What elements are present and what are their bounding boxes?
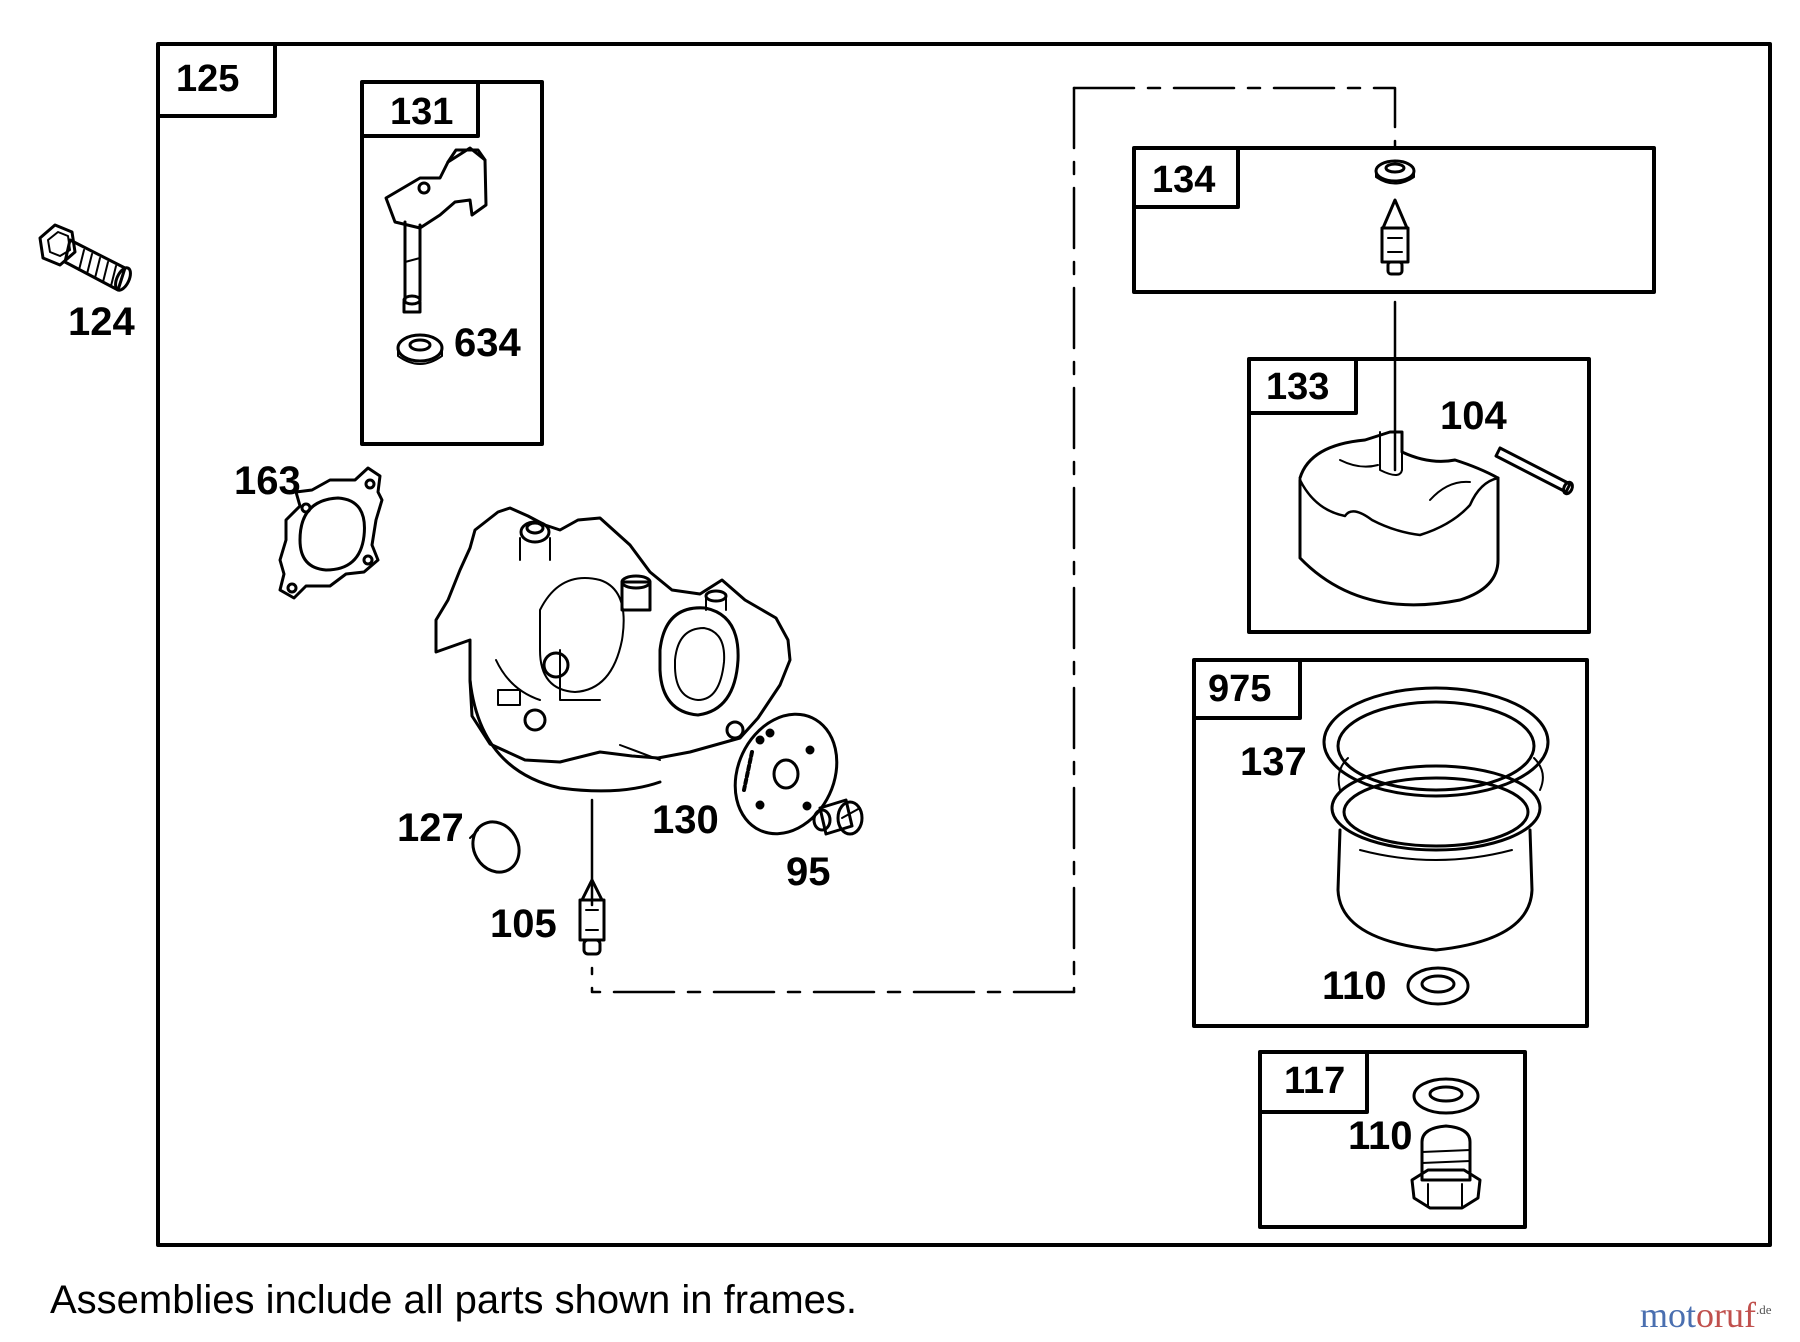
watermark-logo: motoruf.de: [1640, 1295, 1772, 1335]
frame-label-133: 133: [1266, 366, 1330, 408]
frame-label-125: 125: [176, 58, 240, 100]
callout-634: 634: [454, 321, 521, 365]
bolt-124-icon: [38, 223, 132, 292]
assembly-frame-125: [156, 42, 1772, 1247]
bowl-nut-117-icon: [1410, 1124, 1482, 1210]
float-needle-icon: [1380, 198, 1410, 276]
callout-95: 95: [786, 850, 831, 894]
gasket-163-icon: [278, 466, 384, 600]
inlet-needle-105-icon: [578, 878, 606, 956]
callout-110: 110: [1348, 1114, 1413, 1158]
float-133-icon: [1298, 430, 1500, 607]
assembly-frame-131: [360, 80, 544, 446]
assembly-frame-133: [1247, 357, 1591, 634]
throttle-plate-130-icon: [733, 712, 839, 836]
choke-shaft-lever-icon: [384, 146, 488, 314]
assembly-frame-975: [1192, 658, 1589, 1028]
callout-124: 124: [68, 300, 135, 344]
frame-label-117: 117: [1284, 1060, 1346, 1102]
frame-label-975: 975: [1208, 668, 1272, 710]
callout-110: 110: [1322, 964, 1387, 1008]
welch-plug-127-icon: [469, 820, 521, 874]
carburetor-body-icon: [434, 506, 792, 793]
frame-label-134: 134: [1152, 159, 1216, 201]
dashed-leader-line: [590, 86, 1397, 994]
callout-130: 130: [652, 798, 719, 842]
callout-137: 137: [1240, 740, 1307, 784]
seal-634-icon: [396, 333, 444, 365]
float-pin-104-icon: [1494, 446, 1574, 496]
washer-110-icon: [1406, 966, 1470, 1006]
callout-127: 127: [397, 806, 464, 850]
frame-label-131: 131: [390, 91, 454, 133]
assembly-frame-117: [1258, 1050, 1527, 1229]
callout-104: 104: [1440, 394, 1507, 438]
float-needle-seat-icon: [1374, 159, 1416, 185]
float-bowl-icon: [1330, 757, 1544, 952]
washer-110-icon: [1412, 1077, 1480, 1115]
bowl-gasket-137-icon: [1322, 686, 1550, 798]
screw-95-icon: [812, 798, 864, 836]
diagram-footnote: Assemblies include all parts shown in fr…: [50, 1278, 858, 1322]
callout-163: 163: [234, 459, 301, 503]
callout-105: 105: [490, 902, 557, 946]
